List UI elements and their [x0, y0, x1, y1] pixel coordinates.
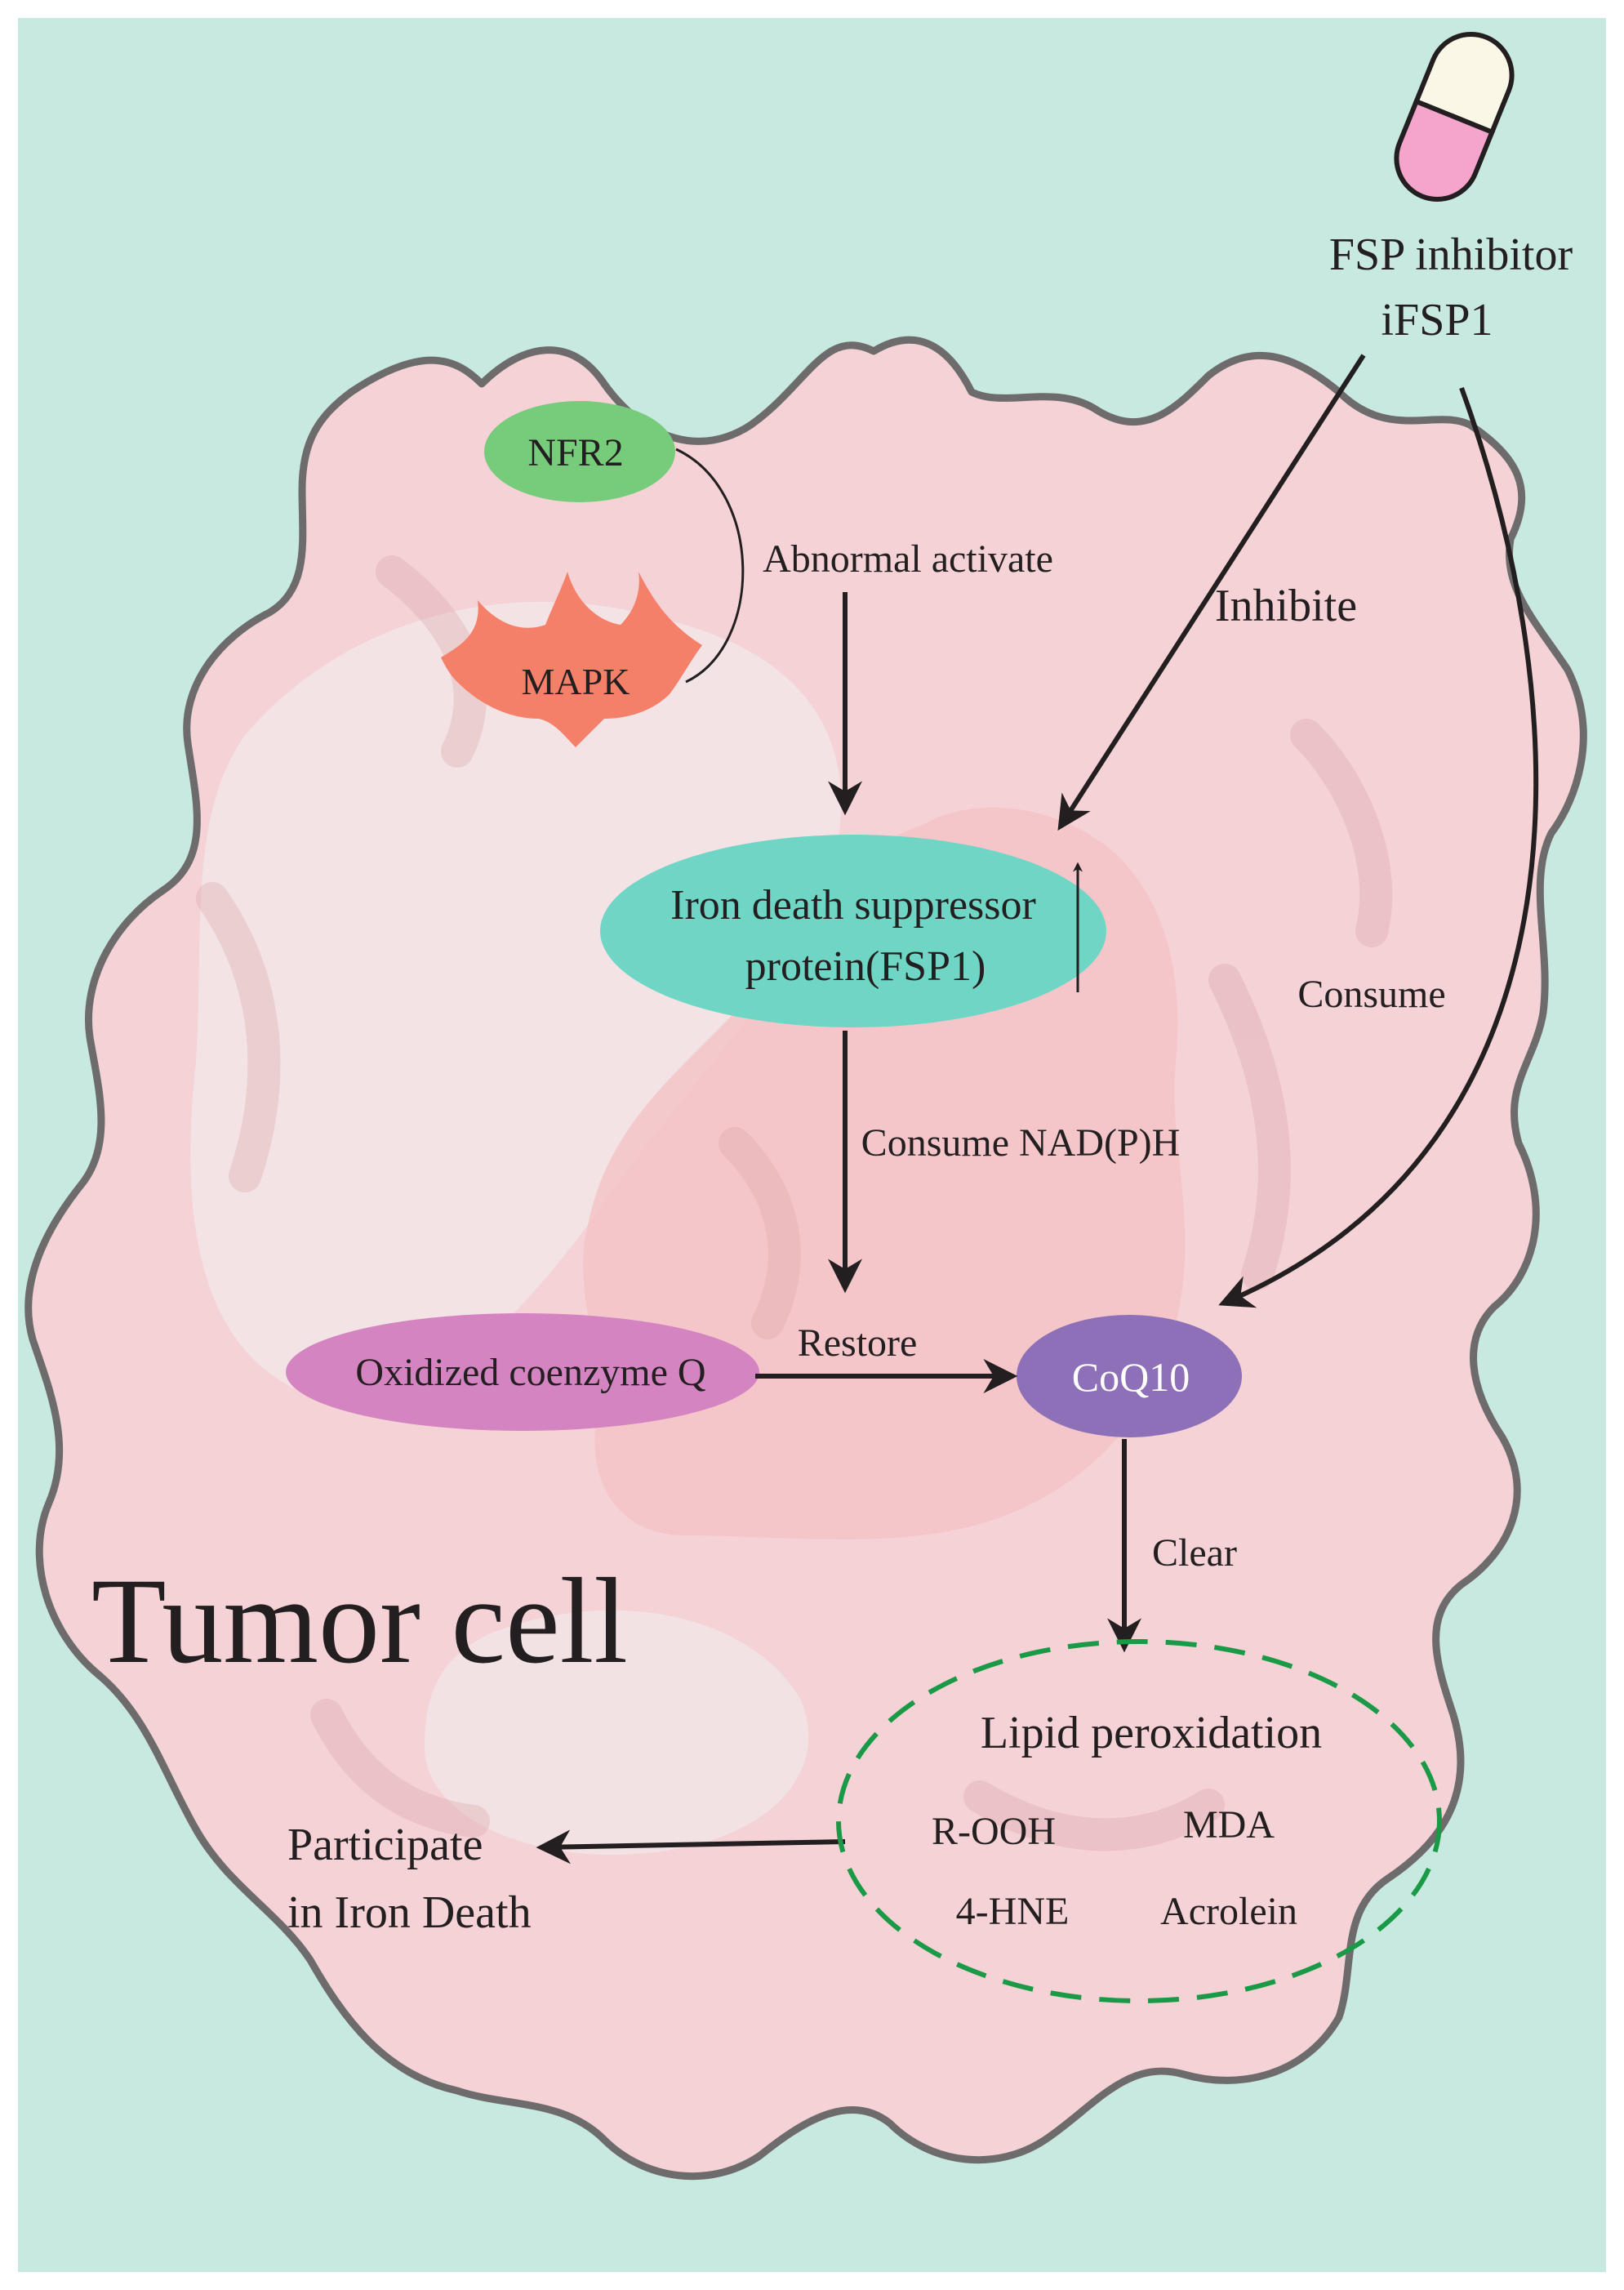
- edge-label-inhibite: Inhibite: [1215, 581, 1357, 631]
- arrow-consume: [1218, 386, 1539, 1308]
- coq10-label: CoQ10: [1072, 1354, 1190, 1400]
- edge-label-clear: Clear: [1152, 1531, 1237, 1575]
- pill-bottom-half: [1394, 98, 1496, 202]
- pill-icon: [1394, 32, 1515, 202]
- outcome-label-line1: Participate: [287, 1820, 483, 1870]
- tumor-cell-label: Tumor cell: [91, 1553, 628, 1689]
- edge-label-consume: Consume: [1297, 973, 1445, 1016]
- nfr2-node: [484, 401, 675, 502]
- oxidized-q-label: Oxidized coenzyme Q: [355, 1351, 705, 1394]
- edge-label-abnormal-activate: Abnormal activate: [763, 537, 1053, 581]
- cell-light-zone: [425, 1610, 809, 1856]
- lipid-item-acrolein: Acrolein: [1160, 1890, 1297, 1933]
- fsp1-label-line1: Iron death suppressor: [670, 882, 1036, 929]
- arrow-participate: [536, 1829, 846, 1865]
- arrow-inhibit: [1057, 354, 1366, 831]
- lipid-item-4-hne: 4-HNE: [956, 1890, 1070, 1933]
- cell-light-zone: [190, 601, 842, 1403]
- outcome-label-line2: in Iron Death: [287, 1887, 532, 1938]
- cell-texture: [196, 555, 1393, 1851]
- pill-top-half: [1413, 32, 1515, 136]
- lipid-peroxidation-title: Lipid peroxidation: [981, 1708, 1322, 1758]
- lipid-item-mda: MDA: [1183, 1803, 1275, 1847]
- oxidized-q-node: [286, 1313, 759, 1431]
- lipid-item-r-ooh: R-OOH: [932, 1810, 1056, 1853]
- lipid-peroxidation-ring: [836, 1639, 1442, 2003]
- coq10-node: [1017, 1315, 1242, 1437]
- fsp1-label-line2: protein(FSP1): [745, 943, 986, 990]
- fsp1-node: [600, 835, 1106, 1027]
- drug-label-line2: iFSP1: [1382, 295, 1493, 345]
- edge-label-restore: Restore: [798, 1321, 918, 1365]
- nfr2-mapk-link: [675, 448, 745, 684]
- drug-label-line1: FSP inhibitor: [1329, 229, 1573, 280]
- mapk-label: MAPK: [522, 661, 630, 702]
- nfr2-label: NFR2: [527, 431, 623, 474]
- mapk-node: [441, 572, 702, 747]
- arrows: [536, 354, 1539, 1865]
- edge-label-consume-nadph: Consume NAD(P)H: [861, 1121, 1181, 1165]
